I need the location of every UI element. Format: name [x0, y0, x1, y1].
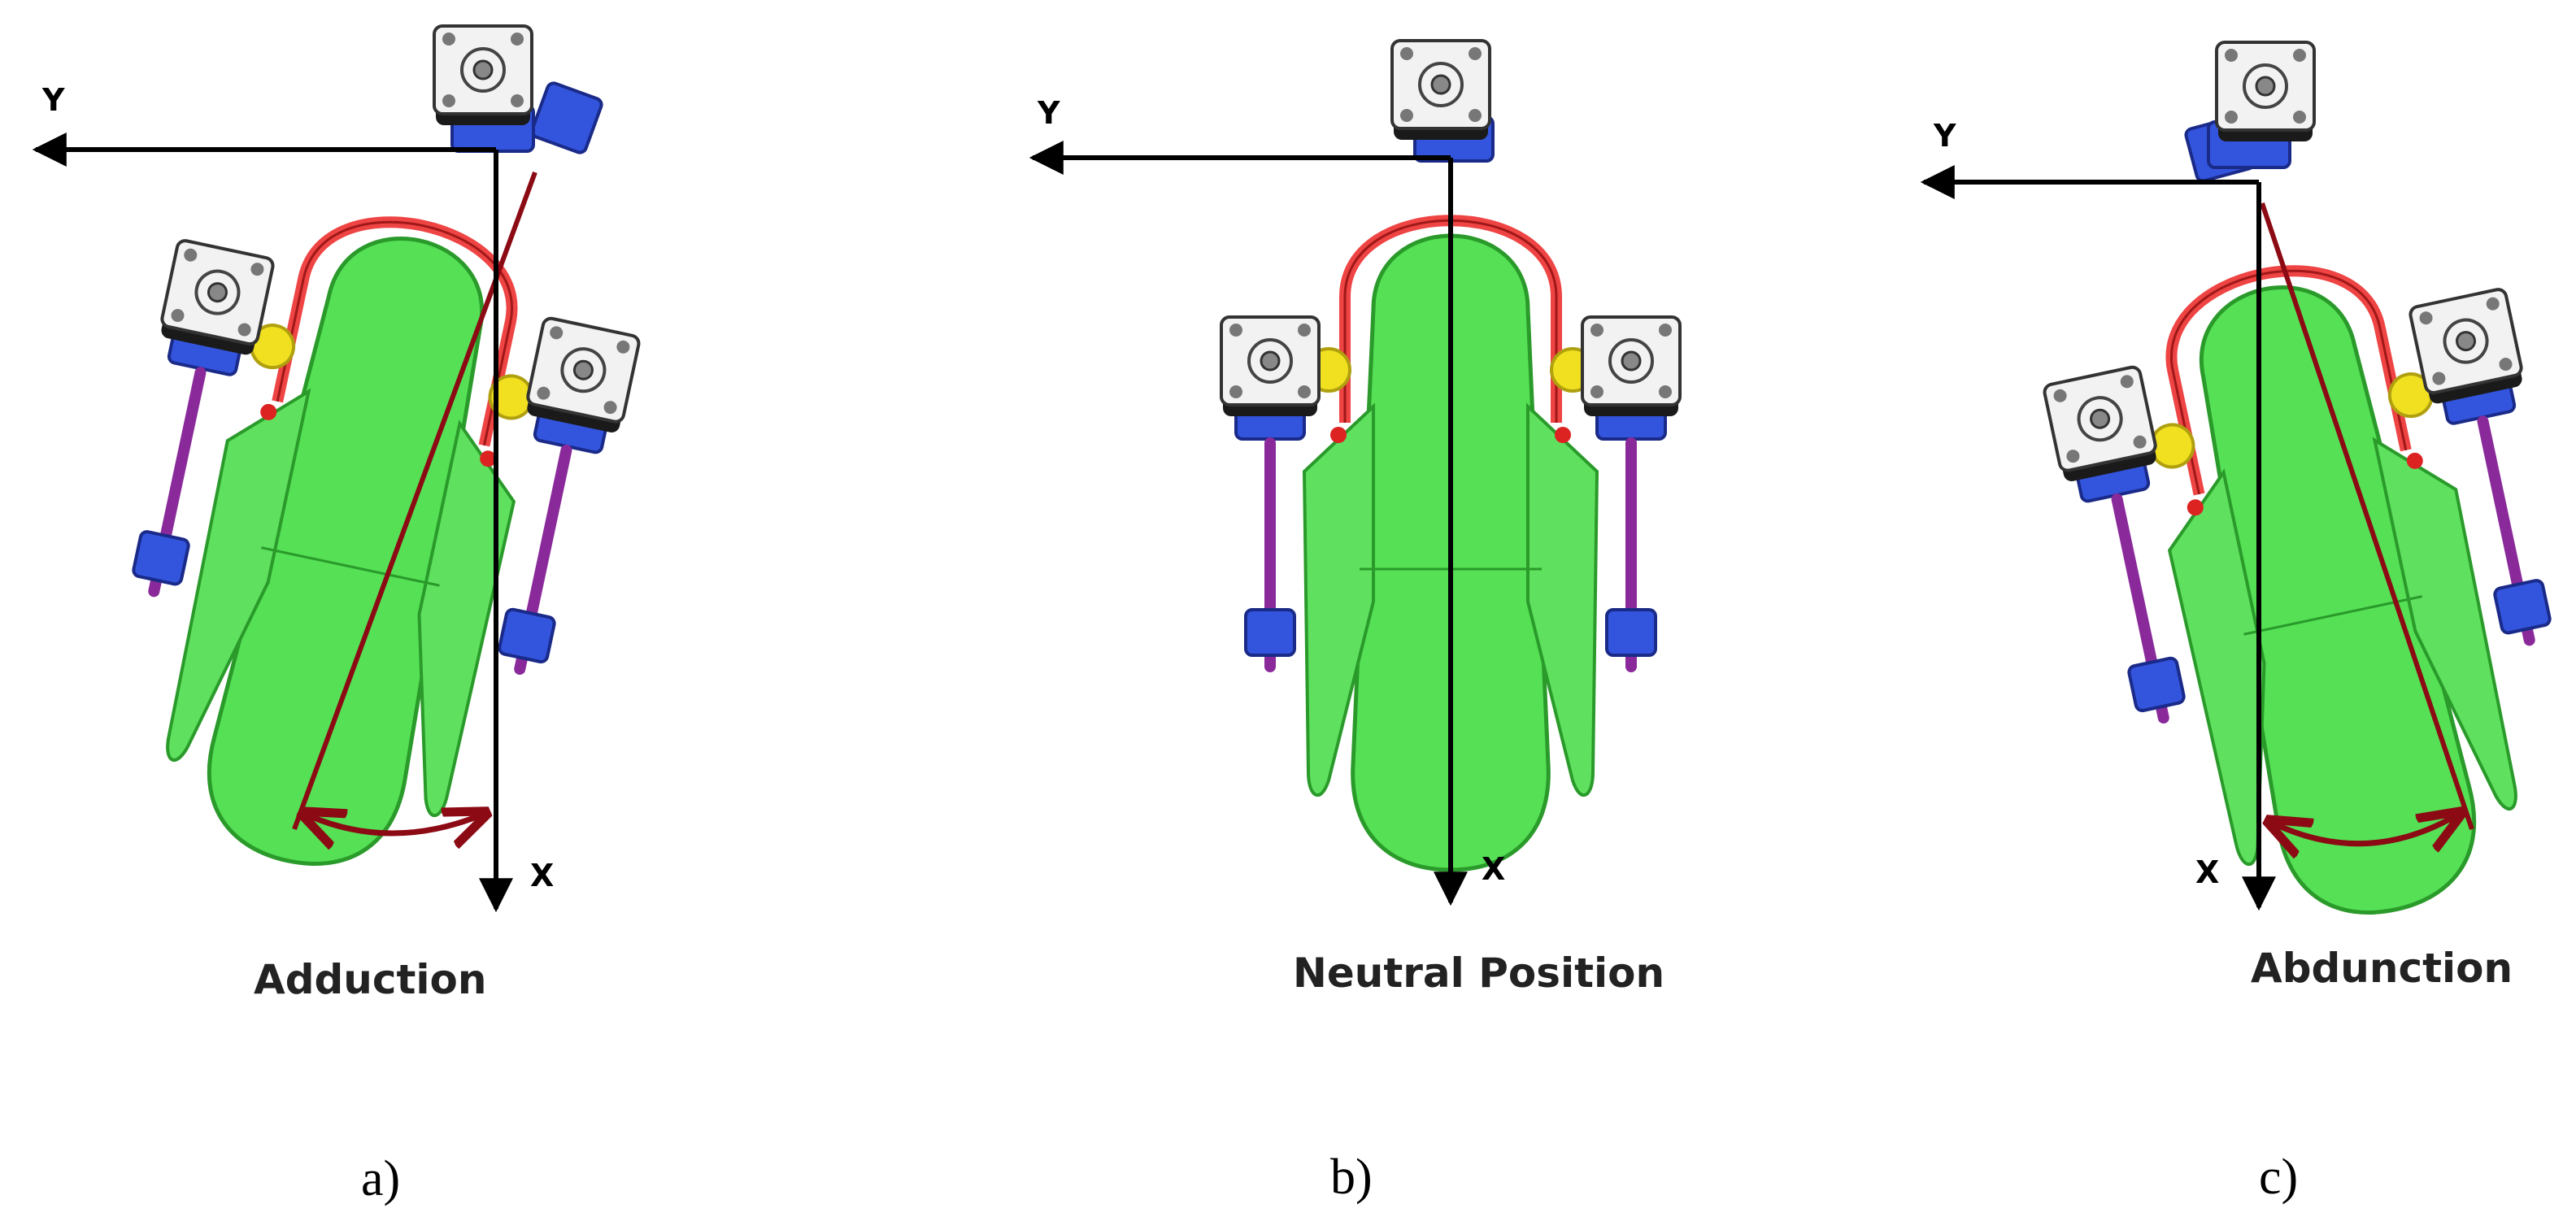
y-axis-label-a: Y: [41, 82, 65, 118]
motor-top-c: [2184, 41, 2316, 183]
motor-top-a: [433, 24, 603, 154]
angle-line-c: [2260, 202, 2474, 830]
foot-assembly-a: [57, 176, 653, 910]
foot-assembly-c: [2030, 225, 2576, 958]
panel-a: Y X Adduction a): [32, 24, 654, 1206]
x-axis-label-b: X: [1482, 851, 1505, 887]
x-axis-label-a: X: [530, 858, 554, 893]
caption-b: Neutral Position: [1293, 950, 1664, 997]
panel-b: Y X Neutral Position b): [1029, 39, 1680, 1205]
sublabel-b: b): [1330, 1150, 1373, 1205]
sublabel-a: a): [361, 1151, 400, 1206]
y-axis-label-c: Y: [1933, 118, 1956, 154]
y-axis-label-b: Y: [1037, 95, 1060, 131]
caption-a: Adduction: [254, 956, 487, 1003]
angle-arc-a: [302, 813, 486, 833]
panel-c: Y X Abdunction c): [1920, 41, 2576, 1205]
caption-c: Abdunction: [2251, 945, 2513, 992]
angle-arc-c: [2269, 813, 2461, 844]
x-axis-label-c: X: [2195, 854, 2219, 890]
motor-top-b: [1390, 39, 1495, 163]
sublabel-c: c): [2259, 1150, 2298, 1205]
